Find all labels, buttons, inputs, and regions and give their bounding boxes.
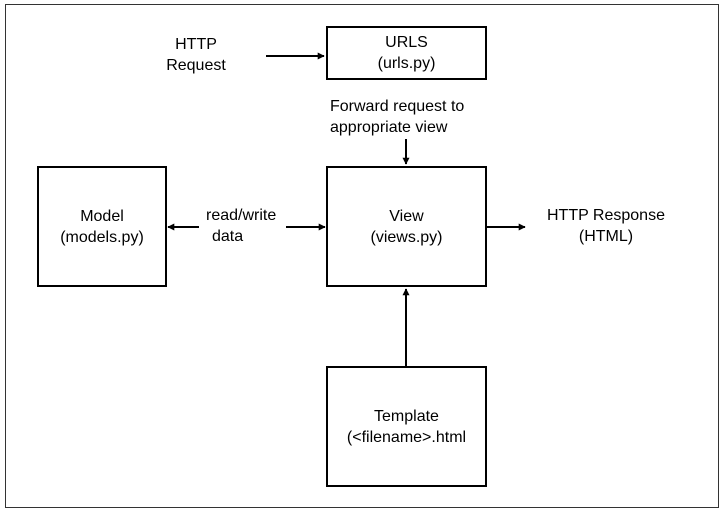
forward-request-line1: Forward request to (330, 98, 465, 115)
forward-request-line2: appropriate view (330, 119, 448, 136)
view-box-file: (views.py) (370, 228, 443, 246)
template-box: Template (<filename>.html (326, 366, 487, 487)
http-response-label: HTTP Response (HTML) (530, 205, 682, 247)
readwrite-line2: data (212, 228, 244, 245)
urls-box-title: URLS (385, 34, 428, 51)
readwrite-line1: read/write (206, 207, 277, 224)
template-box-title: Template (374, 407, 439, 425)
http-request-label: HTTP Request (148, 34, 244, 76)
template-box-file: (<filename>.html (346, 428, 467, 446)
http-request-line1: HTTP (175, 36, 217, 53)
view-box: View (views.py) (326, 166, 487, 287)
http-response-line2: (HTML) (578, 228, 634, 245)
readwrite-label: read/write data (206, 205, 276, 247)
model-box-file: (models.py) (60, 228, 144, 246)
urls-box-file: (urls.py) (377, 55, 436, 72)
http-request-line2: Request (166, 57, 226, 74)
forward-request-label: Forward request to appropriate view (330, 96, 464, 138)
model-box: Model (models.py) (37, 166, 167, 287)
diagram-frame (5, 4, 719, 508)
http-response-line1: HTTP Response (547, 207, 665, 224)
view-box-title: View (389, 207, 424, 225)
urls-box: URLS (urls.py) (326, 26, 487, 80)
model-box-title: Model (80, 207, 124, 225)
